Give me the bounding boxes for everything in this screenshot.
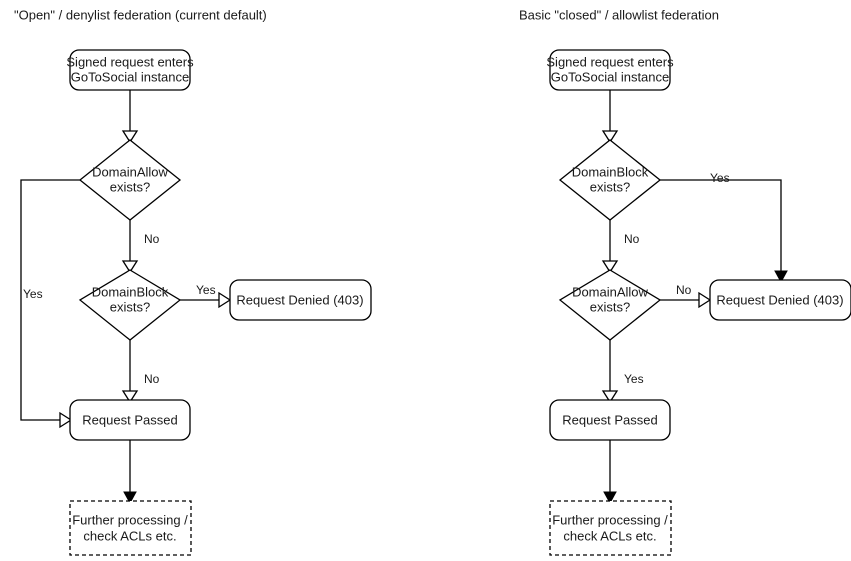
edge-block-yes-right: Yes [660,171,788,284]
entry-label-line2-left: GoToSocial instance [71,69,190,84]
request-denied-label-right: Request Denied (403) [716,292,843,307]
edge-block-no-left: No [121,340,160,404]
panel-open-denylist: "Open" / denylist federation (current de… [14,7,372,556]
edge-label-block-yes-right: Yes [710,171,730,185]
edge-block-no-right: No [601,220,640,274]
edge-label-block-yes-left: Yes [196,283,216,297]
node-entry-left: Signed request enters GoToSocial instanc… [66,49,194,91]
request-denied-box-left [229,279,372,321]
edge-label-allow-yes-right: Yes [624,372,644,386]
panel-closed-allowlist: Basic "closed" / allowlist federation Si… [519,7,851,556]
domainblock-label-line2-right: exists? [590,179,630,194]
edge-allow-no-left: No [121,220,160,274]
node-request-denied-left: Request Denied (403) [229,279,372,321]
domainallow-label-line2-right: exists? [590,299,630,314]
entry-label-line1-left: Signed request enters [66,54,194,69]
domainallow-label-line2-left: exists? [110,179,150,194]
request-passed-label-left: Request Passed [82,412,177,427]
domainblock-label-line2-left: exists? [110,299,150,314]
panel-title-right: Basic "closed" / allowlist federation [519,7,719,22]
node-further-processing-right: Further processing / check ACLs etc. [549,500,672,556]
further-processing-label-line2-left: check ACLs etc. [83,528,176,543]
further-processing-label-line2-right: check ACLs etc. [563,528,656,543]
domainblock-label-line1-left: DomainBlock [92,284,169,299]
edge-label-allow-no-left: No [144,232,160,246]
edge-allow-no-right: No [660,283,712,309]
domainblock-label-line1-right: DomainBlock [572,164,649,179]
entry-label-line1-right: Signed request enters [546,54,674,69]
panel-title-left: "Open" / denylist federation (current de… [14,7,267,22]
request-denied-box-right [709,279,851,321]
request-passed-label-right: Request Passed [562,412,657,427]
edge-passed-to-further-left [123,440,137,505]
entry-label-line2-right: GoToSocial instance [551,69,670,84]
node-decision-domainblock-right: DomainBlock exists? [558,139,662,221]
node-request-denied-right: Request Denied (403) [709,279,851,321]
edge-block-yes-left: Yes [180,283,232,309]
node-request-passed-left: Request Passed [69,399,191,441]
domainallow-label-line1-right: DomainAllow [572,284,648,299]
node-request-passed-right: Request Passed [549,399,671,441]
node-further-processing-left: Further processing / check ACLs etc. [69,500,192,556]
domainallow-label-line1-left: DomainAllow [92,164,168,179]
edge-label-block-no-left: No [144,372,160,386]
edge-passed-to-further-right [603,440,617,505]
edge-label-allow-no-right: No [676,283,692,297]
edge-label-block-no-right: No [624,232,640,246]
edge-entry-to-allow-left [121,90,139,144]
node-decision-domainallow-left: DomainAllow exists? [78,139,182,221]
further-processing-label-line1-left: Further processing / [72,512,188,527]
node-decision-domainallow-right: DomainAllow exists? [558,269,662,341]
node-decision-domainblock-left: DomainBlock exists? [78,269,182,341]
request-denied-label-left: Request Denied (403) [236,292,363,307]
edge-label-allow-yes-left: Yes [23,287,43,301]
further-processing-box-left [69,500,192,556]
further-processing-label-line1-right: Further processing / [552,512,668,527]
node-entry-right: Signed request enters GoToSocial instanc… [546,49,674,91]
further-processing-box-right [549,500,672,556]
edge-entry-to-block-right [601,90,619,144]
edge-allow-yes-right: Yes [601,340,644,404]
